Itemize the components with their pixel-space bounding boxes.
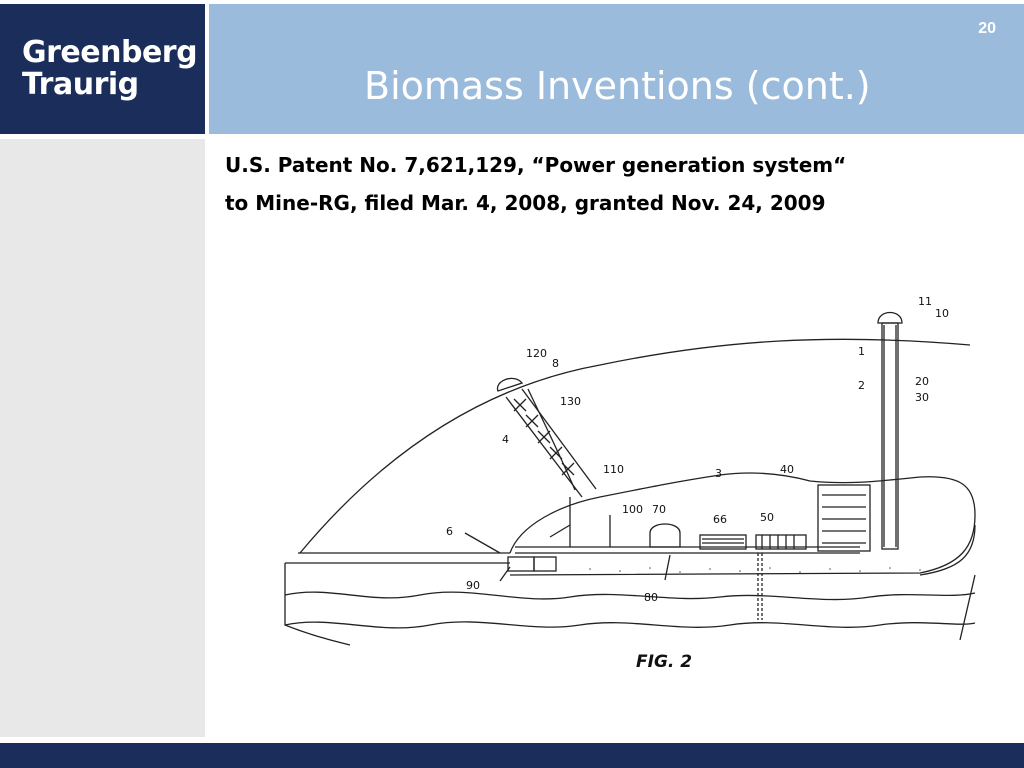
lower-right-edge xyxy=(959,574,976,641)
support-strut xyxy=(527,388,576,491)
ref-6: 6 xyxy=(446,525,453,538)
ref-50: 50 xyxy=(760,511,774,524)
patent-figure: 11 10 1 2 20 30 120 8 130 4 110 3 40 100… xyxy=(270,285,990,685)
ref-80: 80 xyxy=(644,591,658,604)
ref-4: 4 xyxy=(502,433,509,446)
ref-110: 110 xyxy=(603,463,624,476)
unit-66 xyxy=(699,534,747,550)
brand-name-line-1: Greenberg xyxy=(22,35,198,70)
footer-band xyxy=(0,743,1024,768)
caption-line-2: to Mine-RG, filed Mar. 4, 2008, granted … xyxy=(225,191,826,215)
ref-90: 90 xyxy=(466,579,480,592)
left-sidebar-panel xyxy=(0,139,205,737)
ref-20: 20 xyxy=(915,375,929,388)
unit-50 xyxy=(755,534,807,550)
brand-logo: Greenberg Traurig xyxy=(0,4,205,134)
patent-caption: U.S. Patent No. 7,621,129, “Power genera… xyxy=(225,146,1005,222)
ref-70: 70 xyxy=(652,503,666,516)
ref-3: 3 xyxy=(715,467,722,480)
ref-100: 100 xyxy=(622,503,643,516)
mountain-outline xyxy=(299,338,971,554)
figure-label: FIG. 2 xyxy=(636,652,692,672)
ref-120: 120 xyxy=(526,347,547,360)
patent-drawing: 11 10 1 2 20 30 120 8 130 4 110 3 40 100… xyxy=(284,295,976,672)
page-number: 20 xyxy=(978,20,996,37)
brand-name-line-2: Traurig xyxy=(22,67,139,102)
rack-40 xyxy=(817,484,871,552)
box-90 xyxy=(507,556,535,572)
ref-130: 130 xyxy=(560,395,581,408)
ref-10: 10 xyxy=(935,307,949,320)
gravel-layer xyxy=(589,567,921,573)
caption-line-1: U.S. Patent No. 7,621,129, “Power genera… xyxy=(225,153,847,177)
pipe-line xyxy=(515,546,860,554)
header-band: 20 Biomass Inventions (cont.) xyxy=(209,4,1024,134)
ref-2: 2 xyxy=(858,379,865,392)
strata-wave-2 xyxy=(284,621,976,629)
diagonal-dome xyxy=(496,377,524,392)
strata-top xyxy=(284,563,351,646)
cavern-outline xyxy=(509,472,976,576)
slide-title: Biomass Inventions (cont.) xyxy=(364,64,871,108)
ref-8: 8 xyxy=(552,357,559,370)
shaft-dome xyxy=(877,311,903,324)
diagonal-shaft xyxy=(505,388,597,498)
strata-wave-1 xyxy=(284,591,976,601)
ref-40: 40 xyxy=(780,463,794,476)
tank xyxy=(649,523,681,548)
ground-right xyxy=(919,524,976,576)
ref-1: 1 xyxy=(858,345,865,358)
ref-30: 30 xyxy=(915,391,929,404)
ref-11: 11 xyxy=(918,295,932,308)
drill-line xyxy=(757,553,763,620)
ref-66: 66 xyxy=(713,513,727,526)
